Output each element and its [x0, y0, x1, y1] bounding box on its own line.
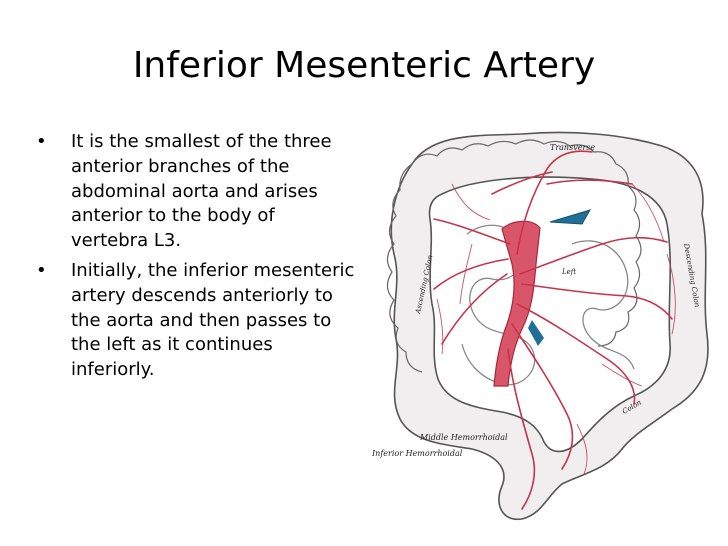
large-intestine: [390, 131, 709, 520]
inferior-mesenteric-vein: [549, 209, 592, 225]
label-transverse: Transverse: [550, 143, 595, 152]
label-inferior-hemorrhoidal: Inferior Hemorrhoidal: [372, 449, 463, 458]
vein-lower: [528, 320, 544, 346]
inferior-mesenteric-artery-diagram: Transverse Ascending Colon Descending Co…: [372, 131, 709, 520]
bullet-item: • It is the smallest of the three anteri…: [36, 130, 356, 254]
bullet-marker: •: [36, 131, 47, 152]
anatomy-illustration: Transverse Ascending Colon Descending Co…: [372, 124, 722, 524]
bullet-marker: •: [36, 259, 47, 281]
label-middle-hemorrhoidal: Middle Hemorrhoidal: [419, 433, 508, 442]
bullet-item: • Initially, the inferior mesenteric art…: [36, 259, 356, 383]
colon-haustra-left: [386, 163, 423, 373]
bullet-text: Initially, the inferior mesenteric arter…: [71, 259, 355, 381]
slide-title: Inferior Mesenteric Artery: [132, 45, 596, 86]
label-left: Left: [561, 268, 576, 276]
artery-branches: [433, 150, 673, 510]
artery-arcades: [436, 183, 676, 475]
bullet-list: • It is the smallest of the three anteri…: [36, 130, 356, 388]
small-intestine: [571, 240, 635, 370]
bullet-text: It is the smallest of the three anterior…: [71, 131, 332, 252]
colon-haustra: [411, 139, 642, 347]
